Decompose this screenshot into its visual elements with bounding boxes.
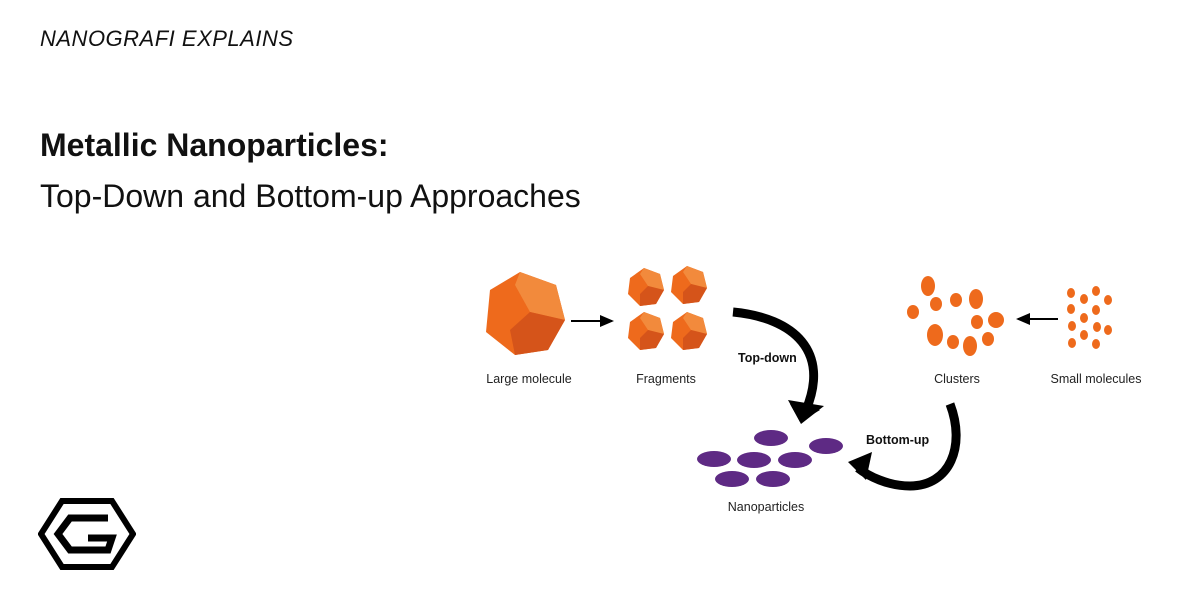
label-clusters: Clusters xyxy=(934,372,980,386)
top-down-arrow xyxy=(732,307,824,424)
kicker: NANOGRAFI EXPLAINS xyxy=(40,26,294,51)
nanoparticles-shape xyxy=(697,430,843,487)
bottom-up-arrow xyxy=(848,402,961,491)
label-nanoparticles: Nanoparticles xyxy=(727,500,805,514)
small-molecules-shape xyxy=(1067,286,1112,349)
label-top-down: Top-down xyxy=(738,351,797,365)
label-large-molecule: Large molecule xyxy=(486,372,572,386)
title-subtitle: Top-Down and Bottom-up Approaches xyxy=(40,178,581,215)
clusters-shape xyxy=(907,276,1004,356)
label-small-molecules: Small molecules xyxy=(1050,372,1142,386)
fragments-shape xyxy=(628,266,707,350)
page-title: Metallic Nanoparticles: Top-Down and Bot… xyxy=(40,120,581,222)
label-bottom-up: Bottom-up xyxy=(866,433,930,447)
nanografi-logo-icon xyxy=(38,498,136,570)
large-molecule-shape xyxy=(486,272,565,355)
title-bold: Metallic Nanoparticles: xyxy=(40,127,389,163)
label-fragments: Fragments xyxy=(636,372,696,386)
